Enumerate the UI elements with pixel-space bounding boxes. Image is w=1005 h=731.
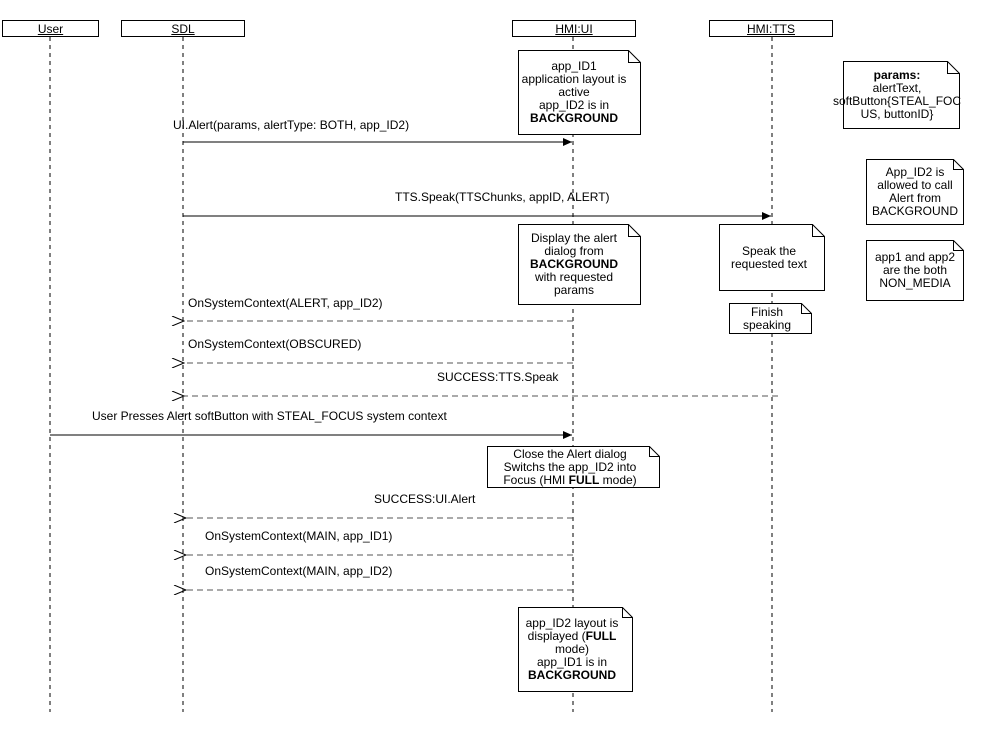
side-note-fold-2: [953, 159, 964, 170]
note-line: application layout is: [521, 72, 627, 86]
note-line: BACKGROUND: [530, 257, 618, 271]
note-line: speaking: [742, 317, 792, 332]
note-line: dialog from: [544, 244, 604, 258]
note-shape-3: [719, 224, 825, 291]
note-line: Speak the: [741, 243, 797, 258]
note-line: active: [558, 85, 590, 99]
note-text: displayed (: [527, 629, 586, 643]
note-fold-5: [649, 446, 660, 457]
note-line: Switchs the app_ID2 into: [503, 459, 637, 474]
note-text-bold: FULL: [585, 629, 617, 643]
note-fold-4: [801, 303, 812, 314]
note-line: app1 and app2: [874, 250, 956, 264]
message-label-onsystemcontext-main-id2: OnSystemContext(MAIN, app_ID2): [205, 564, 393, 578]
note-display-alert-dialog: Display the alert dialog from BACKGROUND…: [519, 225, 629, 304]
message-label-onsystemcontext-alert: OnSystemContext(ALERT, app_ID2): [188, 296, 383, 310]
note-shape-1: [518, 50, 641, 135]
note-line: app_ID2 is in: [538, 98, 610, 112]
note-shape-4: [729, 303, 812, 334]
side-note-fold-3: [953, 240, 964, 251]
lifeline-header-user: User: [2, 20, 99, 37]
note-line: Alert from: [888, 191, 941, 205]
message-label-success-tts-speak: SUCCESS:TTS.Speak: [437, 370, 559, 384]
message-label-tts-speak: TTS.Speak(TTSChunks, appID, ALERT): [395, 190, 610, 204]
side-note-shape-1: [843, 61, 960, 129]
message-label-user-presses: User Presses Alert softButton with STEAL…: [92, 409, 447, 423]
note-app-id2-full-mode: app_ID2 layout is displayed (FULL mode) …: [519, 608, 625, 691]
note-line: with requested: [534, 270, 614, 284]
note-line: US, buttonID}: [860, 107, 934, 121]
note-text: mode): [599, 472, 637, 487]
note-line: are the both: [882, 263, 948, 277]
note-line: App_ID2 is: [885, 165, 945, 179]
lifeline-label-hmi-tts: HMI:TTS: [747, 21, 795, 36]
note-fold-1: [628, 50, 641, 63]
note-speak-requested-text: Speak the requested text: [720, 225, 818, 290]
note-line: mode): [554, 642, 589, 656]
lifeline-header-sdl: SDL: [121, 20, 245, 37]
note-line: displayed (FULL: [526, 630, 619, 643]
note-line: softButton{STEAL_FOC: [832, 94, 962, 108]
note-line: allowed to call: [877, 178, 953, 192]
note-line: app_ID1 is in: [536, 655, 608, 669]
note-line: Finish: [750, 304, 783, 319]
note-text-bold: FULL: [568, 472, 600, 487]
side-note-shape-2: [866, 159, 964, 225]
side-note-shape-3: [866, 240, 964, 301]
note-text: Focus (HMI: [503, 472, 569, 487]
note-line: NON_MEDIA: [879, 276, 951, 290]
note-line: Display the alert: [530, 231, 618, 245]
lifeline-label-user: User: [37, 21, 64, 36]
message-label-success-ui-alert: SUCCESS:UI.Alert: [374, 492, 476, 506]
lifeline-label-hmi-ui: HMI:UI: [555, 21, 593, 36]
note-line: BACKGROUND: [530, 111, 618, 125]
message-label-onsystemcontext-obscured: OnSystemContext(OBSCURED): [188, 337, 362, 351]
note-finish-speaking: Finish speaking: [730, 304, 804, 333]
note-shape-5: [487, 446, 660, 488]
note-line: Focus (HMI FULL mode): [503, 472, 637, 487]
note-shape-6: [518, 607, 633, 692]
note-line: alertText,: [872, 81, 922, 95]
lifeline-header-hmi-tts: HMI:TTS: [709, 20, 833, 37]
note-line: app_ID1: [551, 59, 597, 73]
note-line: Close the Alert dialog: [513, 446, 627, 461]
note-line: params:: [873, 68, 921, 82]
side-note-non-media: app1 and app2 are the both NON_MEDIA: [867, 241, 963, 300]
note-line: params: [553, 283, 594, 297]
side-note-params: params: alertText, softButton{STEAL_FOC …: [833, 62, 961, 128]
side-note-fold-1: [947, 61, 960, 74]
note-app-id1-active: app_ID1 application layout is active app…: [519, 51, 629, 134]
note-line: app_ID2 layout is: [525, 616, 619, 630]
note-shape-2: [518, 224, 641, 305]
side-note-allowed-alert: App_ID2 is allowed to call Alert from BA…: [867, 160, 963, 224]
lifeline-header-hmi-ui: HMI:UI: [512, 20, 636, 37]
note-fold-2: [628, 224, 641, 237]
message-label-onsystemcontext-main-id1: OnSystemContext(MAIN, app_ID1): [205, 529, 393, 543]
note-line: BACKGROUND: [527, 668, 616, 682]
note-close-alert-dialog: Close the Alert dialog Switchs the app_I…: [488, 447, 652, 487]
note-fold-6: [622, 607, 633, 618]
message-label-ui-alert: UI.Alert(params, alertType: BOTH, app_ID…: [173, 118, 410, 132]
note-fold-3: [812, 224, 825, 237]
lifeline-label-sdl: SDL: [171, 21, 195, 36]
note-line: requested text: [730, 256, 808, 271]
note-line: BACKGROUND: [871, 204, 958, 218]
